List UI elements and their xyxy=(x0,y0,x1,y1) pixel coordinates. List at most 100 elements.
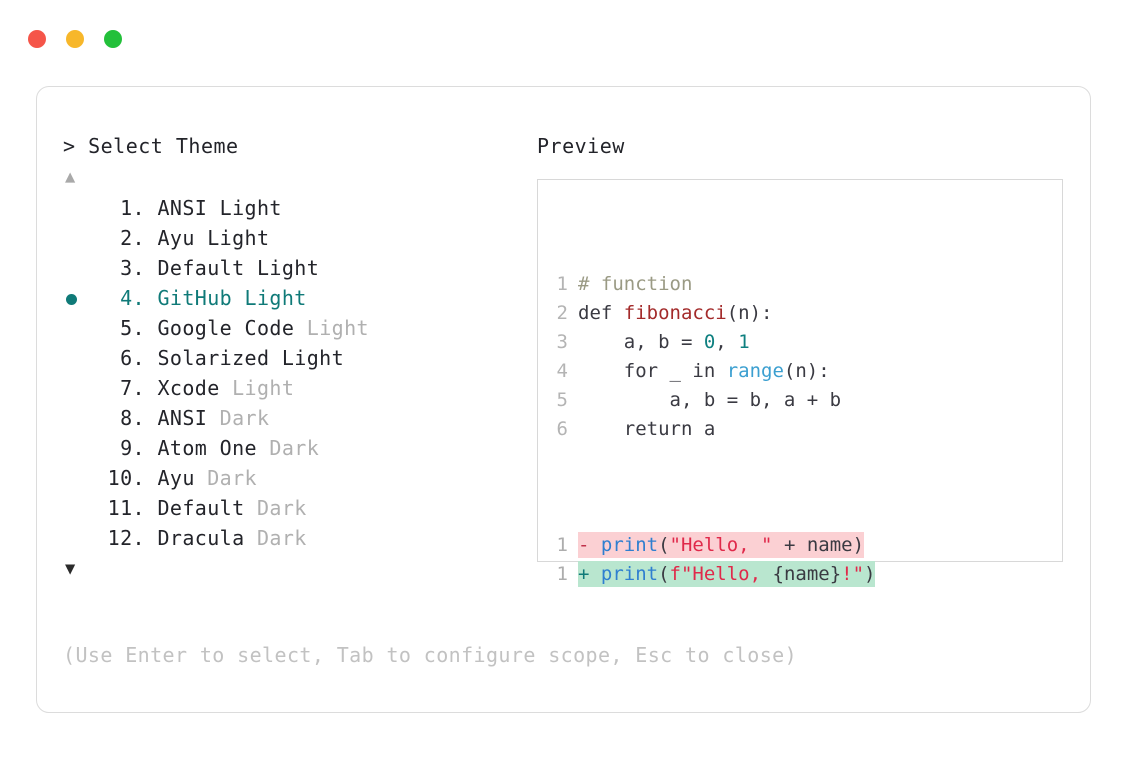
theme-item-number: 2. xyxy=(120,226,145,250)
spacer xyxy=(145,196,157,220)
code-token-punct: (n): xyxy=(783,360,830,382)
theme-item-variant: Light xyxy=(294,316,369,340)
theme-item-variant: Dark xyxy=(244,526,307,550)
code-token-plain: return a xyxy=(578,418,716,440)
code-line: 5 a, b = b, a + b xyxy=(556,386,1062,415)
code-token-num: 1 xyxy=(738,331,750,353)
prompt-caret-icon: > xyxy=(63,134,76,158)
theme-item-name: Default Light xyxy=(157,256,320,280)
theme-list-item[interactable]: 5. Google Code Light xyxy=(63,313,523,343)
spacer xyxy=(145,256,157,280)
theme-item-name: GitHub Light xyxy=(157,286,307,310)
theme-item-number: 11. xyxy=(107,496,145,520)
spacer xyxy=(145,496,157,520)
theme-item-variant: Dark xyxy=(256,436,320,460)
theme-list-item[interactable]: 3. Default Light xyxy=(63,253,523,283)
theme-item-number: 8. xyxy=(120,406,145,430)
code-token-punct: {name} xyxy=(772,563,842,585)
diff-sign: + xyxy=(578,563,601,585)
preview-label: Preview xyxy=(537,134,625,158)
theme-list-item[interactable]: 11. Default Dark xyxy=(63,493,523,523)
diff-highlight: + print(f"Hello, {name}!") xyxy=(578,561,876,587)
theme-item-variant: Dark xyxy=(244,496,307,520)
keyboard-hint: (Use Enter to select, Tab to configure s… xyxy=(63,643,798,667)
line-number: 1 xyxy=(556,563,568,585)
maximize-dot[interactable] xyxy=(104,30,122,48)
page-title-text xyxy=(76,134,89,158)
diff-line-add: 1 + print(f"Hello, {name}!") xyxy=(556,560,1062,589)
code-token-func: fibonacci xyxy=(623,302,727,324)
code-line: 2 def fibonacci(n): xyxy=(556,299,1062,328)
theme-list-item[interactable]: 2. Ayu Light xyxy=(63,223,523,253)
spacer xyxy=(145,436,157,460)
theme-list-item[interactable]: 6. Solarized Light xyxy=(63,343,523,373)
scroll-up-arrow-icon[interactable]: ▲ xyxy=(65,167,76,187)
code-token-punct: (n): xyxy=(726,302,773,324)
code-token-string: f"Hello, xyxy=(669,563,773,585)
spacer xyxy=(145,346,157,370)
theme-item-name: Atom One xyxy=(157,436,257,460)
code-token-builtin: range xyxy=(726,360,784,382)
code-token-punct: ) xyxy=(852,534,865,556)
theme-list-item[interactable]: 12. Dracula Dark xyxy=(63,523,523,553)
diff-line-del: 1- print("Hello, " + name) xyxy=(556,531,1062,560)
line-number: 4 xyxy=(556,360,568,382)
spacer xyxy=(145,406,157,430)
code-token-plain: a, b = xyxy=(578,331,704,353)
scroll-down-arrow-icon[interactable]: ▼ xyxy=(65,559,76,579)
code-token-plain: for _ in xyxy=(578,360,727,382)
selected-bullet-icon xyxy=(66,294,77,305)
code-token-plain: + name xyxy=(772,534,853,556)
diff-sign: - xyxy=(578,534,601,556)
theme-list-item[interactable]: 7. Xcode Light xyxy=(63,373,523,403)
theme-item-number: 4. xyxy=(120,286,145,310)
code-token-plain: a, b = b, a + b xyxy=(578,389,842,411)
theme-item-number: 10. xyxy=(107,466,145,490)
code-token-string: !" xyxy=(841,563,865,585)
line-number: 2 xyxy=(556,302,568,324)
code-token-punct: ( xyxy=(658,563,670,585)
diff-highlight: - print("Hello, " + name) xyxy=(578,532,865,558)
code-token-num: 0 xyxy=(703,331,716,353)
code-line: 1# function xyxy=(556,270,1062,299)
spacer xyxy=(145,376,157,400)
theme-list-item[interactable]: 10. Ayu Dark xyxy=(63,463,523,493)
code-token-keyword: def xyxy=(578,302,624,324)
theme-item-name: Xcode xyxy=(157,376,220,400)
code-line: 3 a, b = 0, 1 xyxy=(556,328,1062,357)
theme-item-name: Ayu Light xyxy=(157,226,270,250)
line-number: 6 xyxy=(556,418,568,440)
theme-item-variant: Dark xyxy=(207,406,270,430)
theme-item-number: 1. xyxy=(120,196,145,220)
minimize-dot[interactable] xyxy=(66,30,84,48)
code-token-call: print xyxy=(600,534,659,556)
theme-item-name: Ayu xyxy=(157,466,195,490)
theme-list-item[interactable]: 4. GitHub Light xyxy=(63,283,523,313)
code-token-plain: , xyxy=(715,331,739,353)
theme-list-item[interactable]: 9. Atom One Dark xyxy=(63,433,523,463)
theme-item-name: ANSI Light xyxy=(157,196,282,220)
spacer xyxy=(145,226,157,250)
code-token-punct: ( xyxy=(658,534,670,556)
theme-item-name: Google Code xyxy=(157,316,295,340)
spacer xyxy=(145,466,157,490)
spacer xyxy=(145,526,157,550)
spacer xyxy=(145,286,157,310)
close-dot[interactable] xyxy=(28,30,46,48)
page-title-label: Select Theme xyxy=(88,134,239,158)
theme-list-item[interactable]: 8. ANSI Dark xyxy=(63,403,523,433)
theme-item-variant: Light xyxy=(219,376,295,400)
theme-list-item[interactable]: 1. ANSI Light xyxy=(63,193,523,223)
window-controls xyxy=(28,30,122,48)
code-line: 6 return a xyxy=(556,415,1062,444)
line-number: 3 xyxy=(556,331,568,353)
theme-item-number: 6. xyxy=(120,346,145,370)
theme-item-name: Default xyxy=(157,496,245,520)
